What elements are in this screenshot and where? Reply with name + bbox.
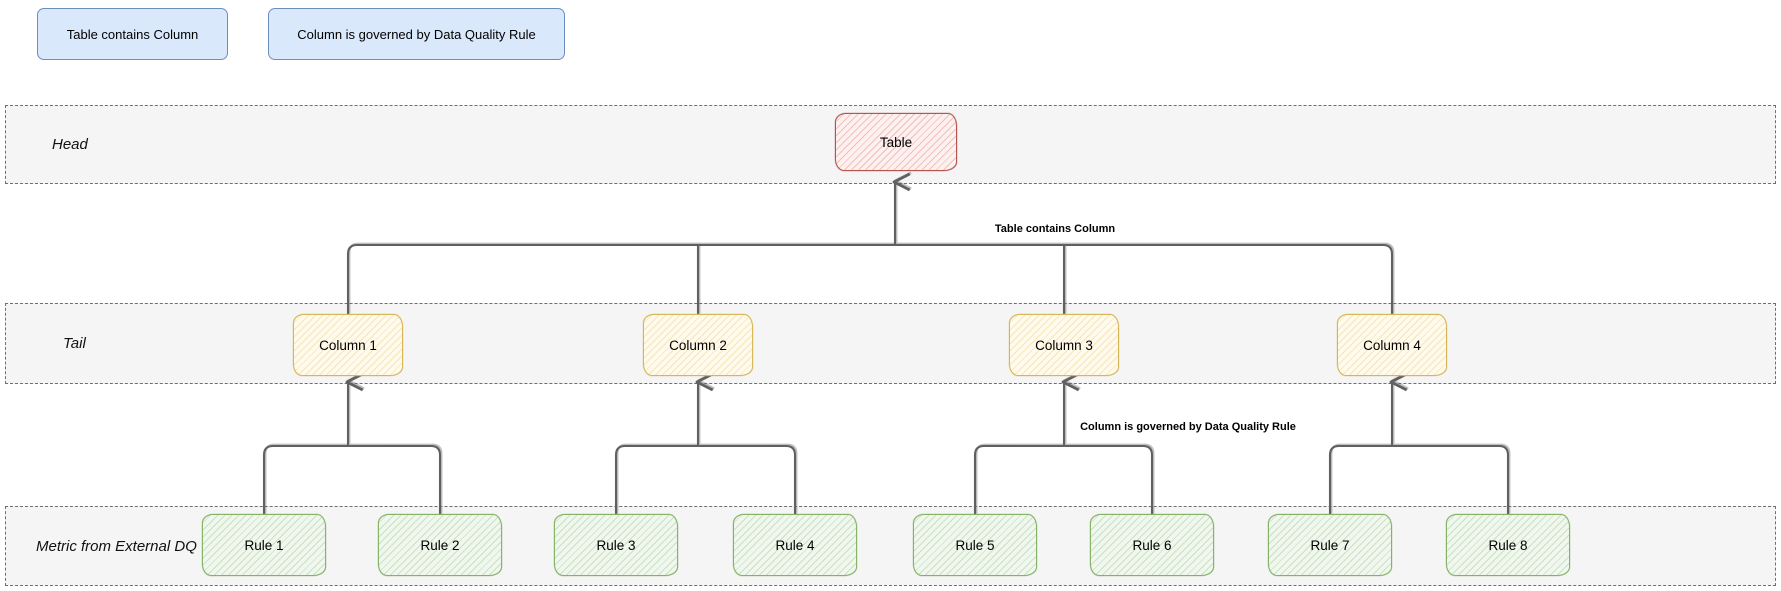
node-rule-6-label: Rule 6: [1132, 537, 1172, 553]
legend-item-table-contains-column[interactable]: Table contains Column: [37, 8, 228, 60]
node-column-4[interactable]: Column 4: [1337, 314, 1447, 376]
node-column-1-label: Column 1: [319, 337, 377, 353]
node-rule-8[interactable]: Rule 8: [1446, 514, 1570, 576]
node-rule-4[interactable]: Rule 4: [733, 514, 857, 576]
legend-item-column-governed-by-dq-rule[interactable]: Column is governed by Data Quality Rule: [268, 8, 565, 60]
node-column-1[interactable]: Column 1: [293, 314, 403, 376]
node-table-label: Table: [879, 134, 913, 150]
node-rule-2[interactable]: Rule 2: [378, 514, 502, 576]
node-column-2-label: Column 2: [669, 337, 727, 353]
node-rule-5[interactable]: Rule 5: [913, 514, 1037, 576]
node-rule-7[interactable]: Rule 7: [1268, 514, 1392, 576]
lane-tail-label: Tail: [63, 335, 86, 352]
node-rule-4-label: Rule 4: [775, 537, 815, 553]
edge-fork-col1: [262, 444, 442, 516]
edge-fork-col4: [1328, 444, 1510, 516]
node-rule-8-label: Rule 8: [1488, 537, 1528, 553]
lane-tail[interactable]: Tail: [5, 303, 1776, 384]
node-rule-2-label: Rule 2: [420, 537, 460, 553]
node-rule-1[interactable]: Rule 1: [202, 514, 326, 576]
edge-label-table-contains-column: Table contains Column: [991, 222, 1119, 236]
legend-label: Column is governed by Data Quality Rule: [297, 26, 536, 42]
node-table[interactable]: Table: [835, 113, 957, 171]
node-rule-7-label: Rule 7: [1310, 537, 1350, 553]
node-rule-3[interactable]: Rule 3: [554, 514, 678, 576]
node-column-2[interactable]: Column 2: [643, 314, 753, 376]
edge-fork-col2: [614, 444, 797, 516]
node-column-3-label: Column 3: [1035, 337, 1093, 353]
legend-label: Table contains Column: [66, 26, 199, 42]
edge-fork-col3: [973, 444, 1154, 516]
node-column-4-label: Column 4: [1363, 337, 1421, 353]
node-rule-5-label: Rule 5: [955, 537, 995, 553]
node-rule-3-label: Rule 3: [596, 537, 636, 553]
lane-metric-label: Metric from External DQ: [36, 537, 197, 555]
node-rule-1-label: Rule 1: [244, 537, 284, 553]
node-rule-6[interactable]: Rule 6: [1090, 514, 1214, 576]
lane-head-label: Head: [52, 136, 88, 153]
node-column-3[interactable]: Column 3: [1009, 314, 1119, 376]
edge-label-column-governed-by-dq-rule: Column is governed by Data Quality Rule: [1077, 420, 1299, 434]
